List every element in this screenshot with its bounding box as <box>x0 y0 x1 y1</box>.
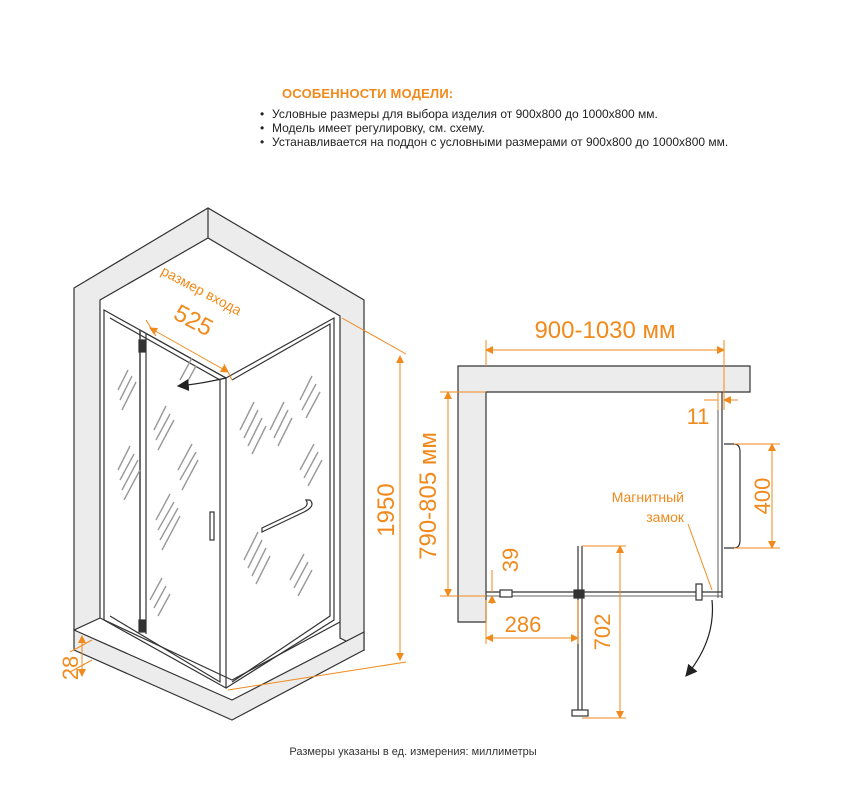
feature-item: Модель имеет регулировку, см. схему. <box>260 121 818 135</box>
feature-item: Условные размеры для выбора изделия от 9… <box>260 107 818 121</box>
door-swing-arc <box>685 599 714 677</box>
features-title: ОСОБЕННОСТИ МОДЕЛИ: <box>282 86 454 101</box>
model-features: ОСОБЕННОСТИ МОДЕЛИ: Условные размеры для… <box>258 86 818 149</box>
features-list: Условные размеры для выбора изделия от 9… <box>258 107 818 149</box>
plan-dimensions <box>440 340 780 719</box>
enclosure-frame <box>103 308 227 690</box>
plan-handle <box>724 443 741 549</box>
width-range-value: 900-1030 мм <box>534 317 675 344</box>
swing-arrow <box>176 377 227 391</box>
units-footnote: Размеры указаны в ед. измерения: миллиме… <box>289 746 537 758</box>
door-width-value: 702 <box>590 614 615 651</box>
fixed-panel-value: 286 <box>505 612 542 637</box>
plan-view <box>457 365 751 717</box>
gap-value: 11 <box>687 404 710 429</box>
room-walls <box>73 207 365 651</box>
lock-label-line1: Магнитный <box>612 489 684 505</box>
handle-length-value: 400 <box>750 478 775 515</box>
perspective-dimensions <box>69 317 407 691</box>
towel-handle <box>261 499 313 533</box>
lock-label-line2: замок <box>646 509 685 525</box>
depth-range-value: 790-805 мм <box>415 432 442 560</box>
plan-door <box>577 546 583 716</box>
height-value: 1950 <box>373 483 400 536</box>
entry-width-value: 525 <box>169 299 217 342</box>
tray-height-value: 28 <box>58 656 83 680</box>
feature-item: Устанавливается на поддон с условными ра… <box>260 135 818 149</box>
door-knob <box>209 511 215 541</box>
offset-39-value: 39 <box>498 548 523 572</box>
